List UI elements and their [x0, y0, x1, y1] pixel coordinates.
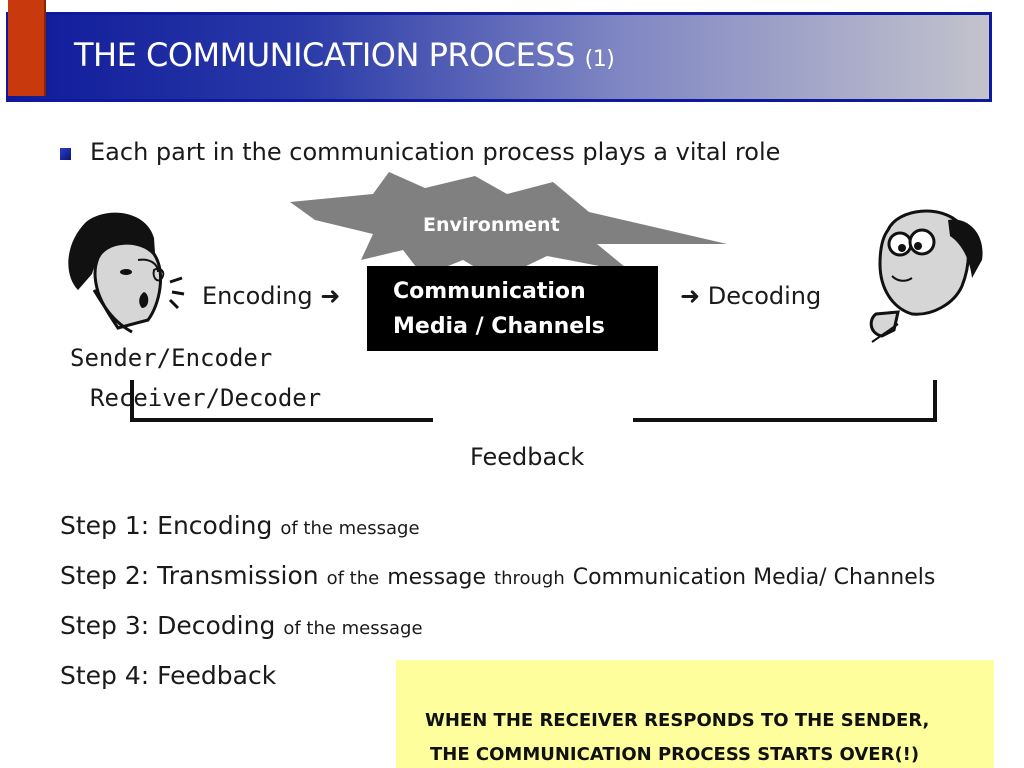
- media-line-2: Media / Channels: [393, 314, 605, 339]
- environment-burst-icon: [290, 172, 727, 280]
- decoding-text: Decoding: [707, 282, 822, 310]
- step-4-main: Step 4: Feedback: [60, 661, 277, 690]
- step-3: Step 3: Decoding of the message: [60, 611, 423, 640]
- bullet-text: Each part in the communication process p…: [90, 138, 781, 166]
- slide-title: THE COMMUNICATION PROCESS (1): [74, 36, 615, 74]
- title-accent-bar: [8, 0, 46, 96]
- step-3-tail: of the message: [283, 618, 423, 639]
- encoding-label: Encoding ➜: [202, 282, 340, 310]
- sender-person-icon: [68, 212, 185, 334]
- right-arrow-icon: ➜: [320, 282, 341, 310]
- feedback-label: Feedback: [470, 443, 585, 471]
- step-2-main: Step 2: Transmission: [60, 561, 319, 590]
- receiver-label: Receiver/Decoder: [90, 384, 322, 412]
- feedback-note-box: [396, 660, 994, 768]
- step-4: Step 4: Feedback: [60, 661, 276, 690]
- sender-label: Sender/Encoder: [70, 344, 273, 372]
- step-1: Step 1: Encoding of the message: [60, 511, 420, 540]
- right-arrow-icon: ➜: [680, 282, 701, 310]
- step-3-main: Step 3: Decoding: [60, 611, 276, 640]
- encoding-text: Encoding: [202, 282, 313, 310]
- note-line-1: WHEN THE RECEIVER RESPONDS TO THE SENDER…: [425, 710, 930, 731]
- step-1-tail: of the message: [280, 518, 420, 539]
- step-2-of-the: of the: [326, 568, 380, 589]
- communication-media-box: Communication Media / Channels: [367, 266, 658, 351]
- environment-label: Environment: [423, 214, 560, 236]
- step-2-through: through: [494, 568, 565, 589]
- title-bar: [6, 12, 992, 102]
- media-line-1: Communication: [393, 279, 586, 304]
- step-2-media: Communication Media/ Channels: [572, 565, 936, 590]
- feedback-bracket: [130, 380, 937, 422]
- note-line-2: THE COMMUNICATION PROCESS STARTS OVER(!): [430, 744, 920, 765]
- step-2-message: message: [387, 565, 487, 590]
- slide-title-text: THE COMMUNICATION PROCESS: [74, 36, 575, 74]
- bullet-square-icon: [60, 148, 71, 160]
- slide-title-number: (1): [584, 47, 615, 72]
- decoding-label: ➜ Decoding: [680, 282, 821, 310]
- step-1-main: Step 1: Encoding: [60, 511, 273, 540]
- receiver-person-icon: [869, 209, 983, 343]
- step-2: Step 2: Transmission of the message thro…: [60, 561, 935, 590]
